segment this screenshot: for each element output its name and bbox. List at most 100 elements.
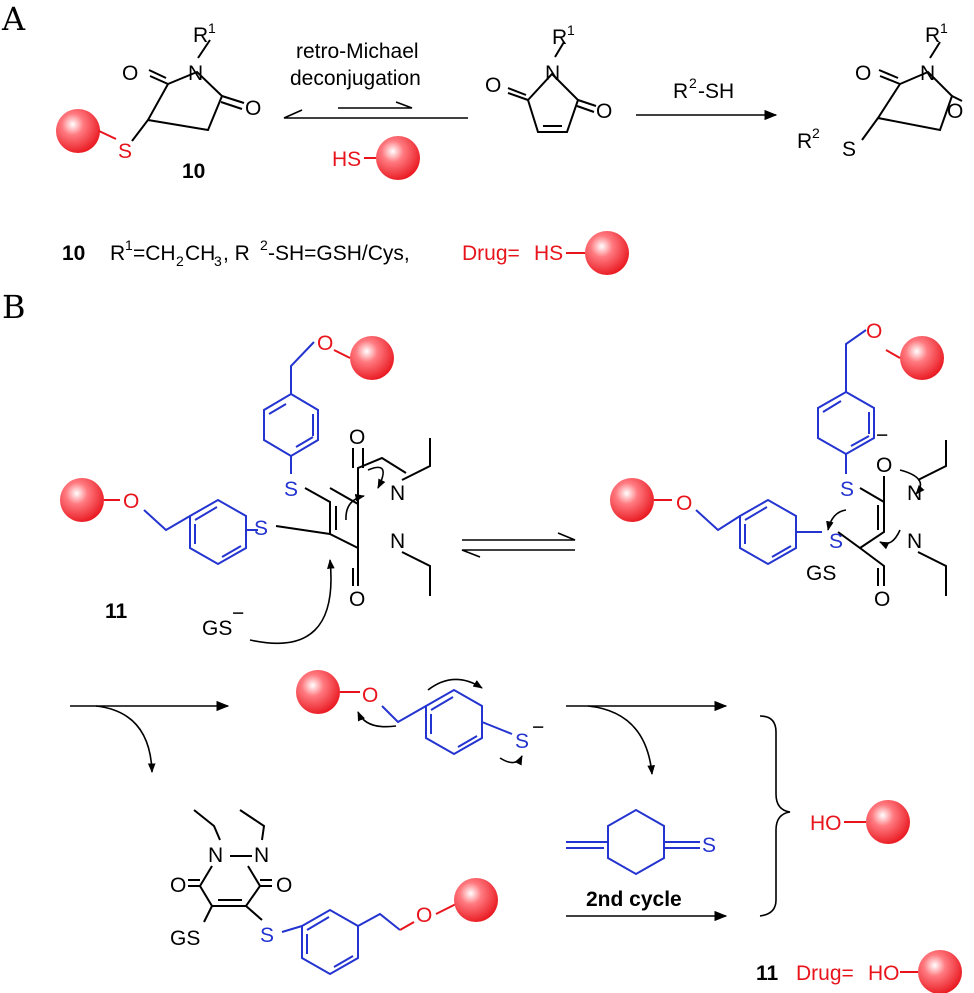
pyridazinedione-byproduct: N N O O GS S O bbox=[170, 809, 498, 976]
drug-sphere bbox=[56, 109, 100, 153]
sulfur-label: S bbox=[284, 478, 298, 501]
oxygen-label: O bbox=[349, 588, 365, 611]
oxygen-label: O bbox=[485, 74, 501, 97]
thiol-exchange-arrow: R 2 -SH bbox=[636, 75, 778, 121]
thiophenolate-intermediate: O S − bbox=[296, 670, 544, 766]
compound-11: O S O S O N N O GS bbox=[60, 332, 431, 645]
equilibrium-arrow bbox=[461, 532, 576, 558]
r1-label: R bbox=[193, 24, 208, 47]
drug-sphere bbox=[350, 336, 394, 380]
oxygen-label: O bbox=[416, 904, 432, 927]
retro-michael-arrow: retro-Michael deconjugation HS bbox=[283, 40, 468, 180]
sulfur-label: S bbox=[260, 924, 274, 947]
r1-superscript: 1 bbox=[567, 22, 575, 38]
gs-label: GS bbox=[806, 562, 836, 585]
intermediate-adduct: O S O S O − N N O GS bbox=[610, 320, 947, 611]
nitrogen-label: N bbox=[254, 844, 269, 867]
footnote-r2-rest: -SH=GSH/Cys, bbox=[268, 242, 410, 265]
nitrogen-label: N bbox=[390, 530, 405, 553]
drug-sphere bbox=[866, 800, 910, 844]
maleimide: O O N R 1 bbox=[485, 22, 612, 133]
bracket bbox=[759, 715, 791, 917]
footnote-a: 10 R 1 =CH 2 CH 3 , R 2 -SH=GSH/Cys, Dru… bbox=[62, 231, 629, 275]
sulfur-label: S bbox=[118, 140, 132, 163]
arrow-label-tail: -SH bbox=[698, 80, 734, 103]
oxygen-label: O bbox=[676, 492, 692, 515]
ho-label: HO bbox=[810, 812, 842, 835]
footnote-sub2: 2 bbox=[176, 253, 184, 269]
footnote-ho: HO bbox=[868, 962, 900, 985]
panel-label-b: B bbox=[2, 288, 26, 326]
oxygen-label: O bbox=[122, 62, 138, 85]
footnote-drug: Drug= bbox=[462, 242, 520, 265]
arrow-label-line1: retro-Michael bbox=[296, 40, 419, 63]
oxygen-label: O bbox=[170, 874, 186, 897]
footnote-hs: HS bbox=[534, 242, 563, 265]
gs-label: GS bbox=[202, 617, 232, 640]
footnote-r1-sup: 1 bbox=[125, 237, 133, 253]
footnote-ch3: CH bbox=[185, 242, 215, 265]
footnote-sub3: 3 bbox=[214, 253, 222, 269]
second-cycle-label: 2nd cycle bbox=[586, 888, 682, 911]
drug-sphere bbox=[60, 478, 104, 522]
panel-label-a: A bbox=[1, 0, 26, 38]
drug-sphere bbox=[900, 336, 944, 380]
drug-sphere bbox=[376, 136, 420, 180]
r2-superscript: 2 bbox=[812, 125, 820, 141]
sulfur-label: S bbox=[702, 834, 716, 857]
gs-label: GS bbox=[170, 927, 200, 950]
footnote-compound: 11 bbox=[756, 962, 779, 985]
thioquinone-methide: S bbox=[566, 808, 716, 876]
oxygen-label: O bbox=[596, 100, 612, 123]
oxygen-label: O bbox=[123, 490, 139, 513]
oxygen-label: O bbox=[874, 588, 890, 611]
compound-number-11: 11 bbox=[105, 600, 128, 623]
nitrogen-label: N bbox=[208, 844, 223, 867]
footnote-r1-eq: =CH bbox=[133, 242, 176, 265]
r1-superscript: 1 bbox=[208, 20, 216, 36]
drug-sphere bbox=[296, 670, 340, 714]
sulfur-label: S bbox=[515, 730, 529, 753]
oxygen-label: O bbox=[947, 100, 963, 123]
nitrogen-label: N bbox=[545, 62, 560, 85]
footnote-b: 11 Drug= HO bbox=[756, 950, 962, 993]
oxygen-label: O bbox=[362, 684, 378, 707]
thiosuccinimide-product: O O N R 1 S R 2 bbox=[797, 20, 963, 161]
s-minus: − bbox=[532, 716, 544, 739]
oxygen-label: O bbox=[317, 332, 333, 355]
second-cycle-arrow: 2nd cycle bbox=[566, 888, 728, 922]
compound-10: S O O N R 1 10 bbox=[56, 20, 261, 183]
drug-sphere bbox=[585, 231, 629, 275]
r1-superscript: 1 bbox=[940, 20, 948, 36]
sulfur-label: S bbox=[254, 517, 268, 540]
released-drug: HO bbox=[810, 800, 910, 844]
arrow-label-superscript: 2 bbox=[689, 75, 697, 91]
fragmentation-arrow bbox=[70, 700, 230, 773]
r1-label: R bbox=[925, 24, 940, 47]
oxygen-label: O bbox=[855, 62, 871, 85]
r2-label: R bbox=[797, 130, 812, 153]
drug-sphere bbox=[454, 878, 498, 922]
sulfur-label: S bbox=[829, 530, 843, 553]
footnote-drug: Drug= bbox=[796, 962, 854, 985]
sulfur-label: S bbox=[840, 478, 854, 501]
arrow-label: R bbox=[673, 80, 688, 103]
footnote-comma: , R bbox=[223, 242, 250, 265]
release-arrow bbox=[566, 700, 728, 775]
nitrogen-label: N bbox=[907, 530, 922, 553]
oxygen-label: O bbox=[876, 454, 892, 477]
o-minus: − bbox=[876, 424, 888, 447]
drug-sphere bbox=[918, 950, 962, 993]
oxygen-label: O bbox=[245, 97, 261, 120]
footnote-r1: R bbox=[110, 242, 125, 265]
sulfur-label: S bbox=[842, 138, 856, 161]
arrow-label-line2: deconjugation bbox=[290, 67, 421, 90]
hs-label: HS bbox=[332, 148, 361, 171]
gs-minus: − bbox=[232, 602, 244, 625]
drug-sphere bbox=[610, 478, 654, 522]
nitrogen-label: N bbox=[920, 62, 935, 85]
nitrogen-label: N bbox=[188, 62, 203, 85]
oxygen-label: O bbox=[276, 874, 292, 897]
compound-number-10: 10 bbox=[182, 160, 205, 183]
